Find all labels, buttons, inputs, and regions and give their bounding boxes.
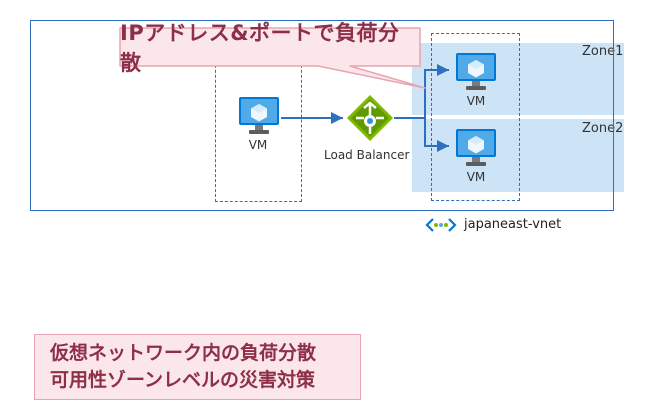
- backend-group: [431, 33, 520, 201]
- vnet-boundary: [30, 20, 614, 211]
- load-balancer-label: Load Balancer: [324, 148, 410, 162]
- frontend-vm-label: VM: [248, 138, 268, 152]
- vm-icon: [239, 97, 279, 134]
- arrow-lb-to-zone2-vm: [424, 118, 449, 152]
- summary-note: 仮想ネットワーク内の負荷分散 可用性ゾーンレベルの災害対策: [34, 334, 361, 400]
- arrow-lb-to-zone1-vm: [394, 64, 449, 119]
- callout-label: IPアドレス&ポートで負荷分散: [120, 21, 400, 75]
- load-balancer-icon: [347, 95, 393, 141]
- zone1-band: [412, 43, 624, 115]
- vnet-icon: [425, 218, 457, 232]
- zone2-vm-label: VM: [466, 170, 486, 184]
- summary-line-1: 仮想ネットワーク内の負荷分散: [50, 342, 317, 364]
- summary-line-2: 可用性ゾーンレベルの災害対策: [50, 369, 316, 391]
- vm-icon: [456, 129, 496, 166]
- zone2-band: [412, 119, 624, 192]
- callout-shape: [119, 27, 426, 89]
- zone1-vm-label: VM: [466, 94, 486, 108]
- vm-icon: [456, 53, 496, 90]
- vnet-name: japaneast-vnet: [464, 217, 562, 232]
